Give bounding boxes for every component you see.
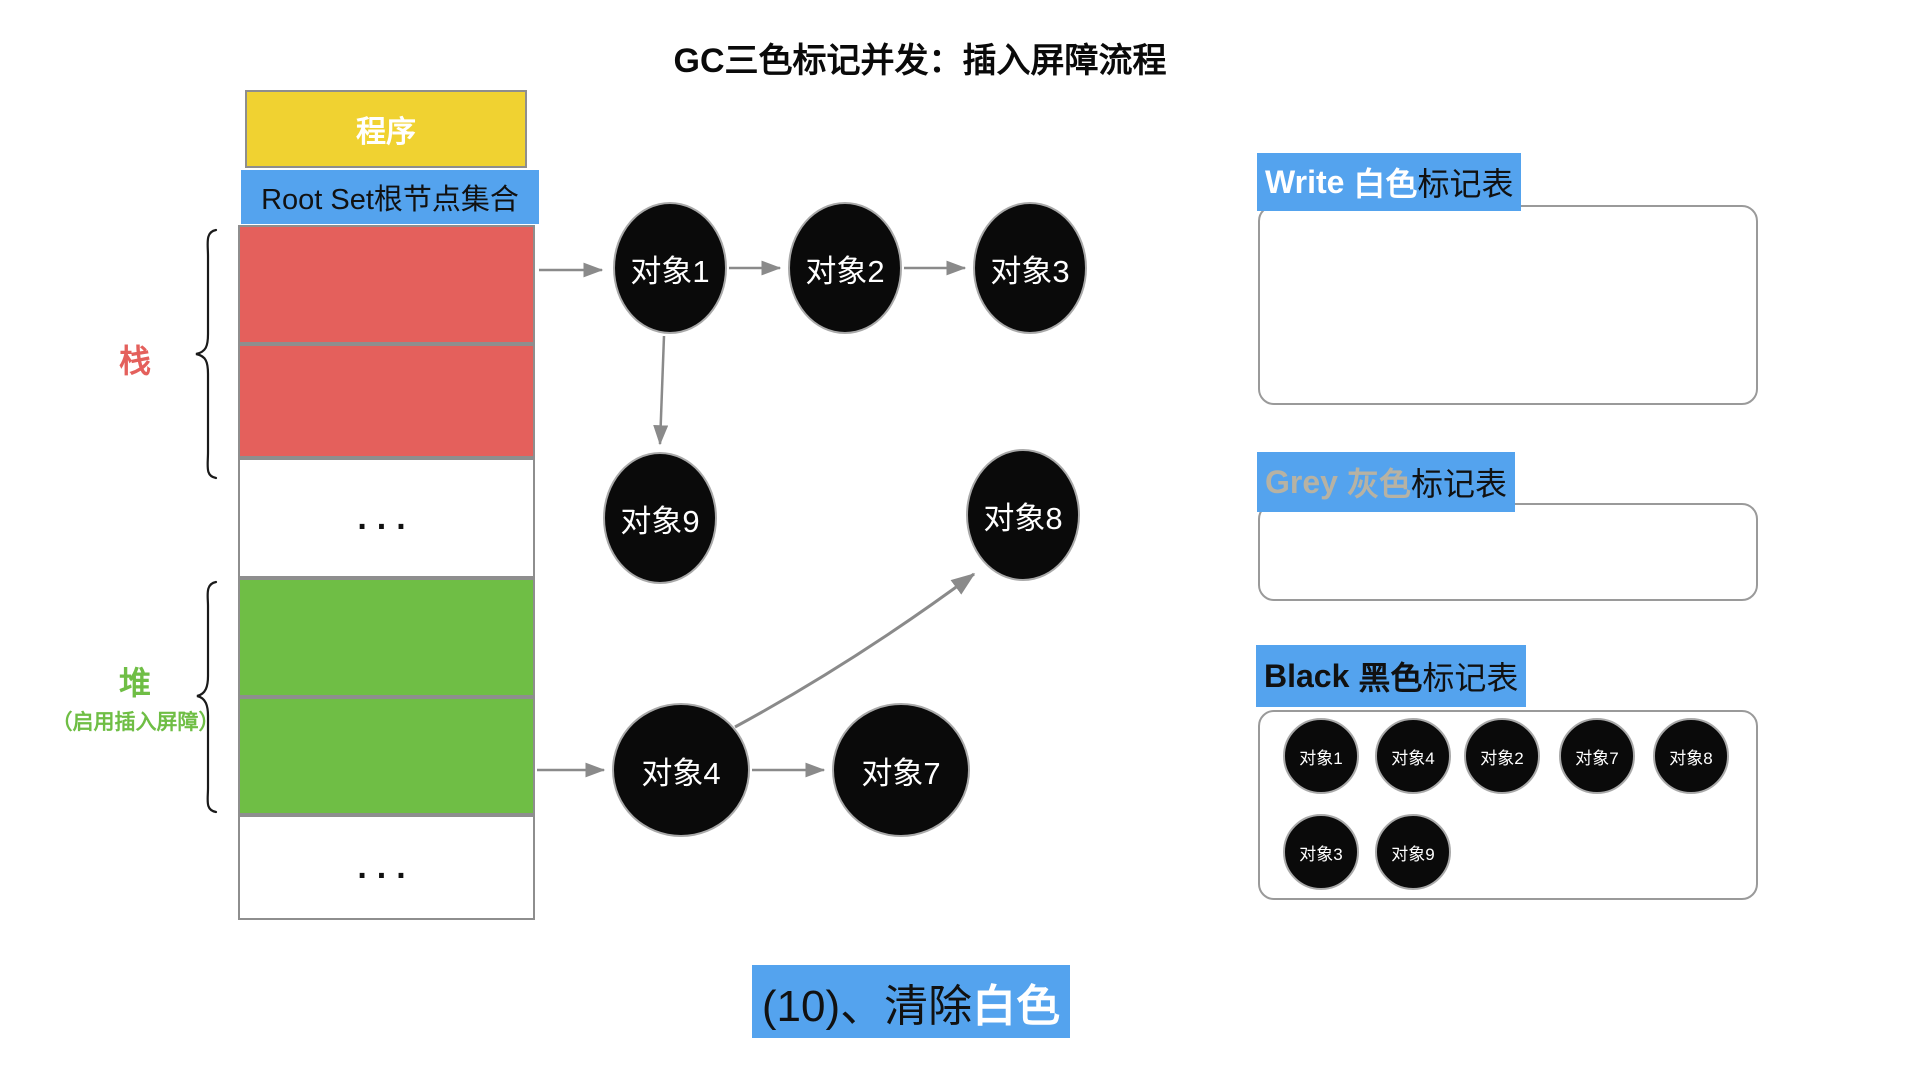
grey-table-box bbox=[1258, 503, 1758, 601]
stack-brace bbox=[195, 228, 218, 480]
program-block: 程序 bbox=[245, 90, 527, 168]
white-table-header-colorword: 白色 bbox=[1353, 166, 1418, 202]
black-table-node-obj1: 对象1 bbox=[1283, 718, 1359, 794]
graph-node-obj7: 对象7 bbox=[832, 703, 970, 837]
graph-node-obj8: 对象8 bbox=[966, 449, 1080, 581]
step-label-prefix: (10)、清除 bbox=[761, 981, 973, 1031]
black-table-node-obj4: 对象4 bbox=[1375, 718, 1451, 794]
graph-node-obj1: 对象1 bbox=[613, 202, 727, 334]
black-table-node-obj8: 对象8 bbox=[1653, 718, 1729, 794]
graph-node-obj9: 对象9 bbox=[603, 452, 717, 584]
heap-slot-2 bbox=[238, 697, 535, 815]
black-table-node-obj9: 对象9 bbox=[1375, 814, 1451, 890]
black-table-node-obj3: 对象3 bbox=[1283, 814, 1359, 890]
root-set-block: Root Set根节点集合 bbox=[241, 170, 539, 224]
graph-node-obj2: 对象2 bbox=[788, 202, 902, 334]
grey-table-header-colorword: 灰色 bbox=[1346, 466, 1411, 502]
step-label: (10)、清除白色 bbox=[752, 965, 1070, 1038]
graph-node-obj4: 对象4 bbox=[612, 703, 750, 837]
page-title: GC三色标记并发：插入屏障流程 bbox=[673, 42, 1167, 80]
arrow-obj4-to-obj8 bbox=[734, 572, 976, 729]
black-table-header-colorword: 黑色 bbox=[1358, 660, 1423, 696]
grey-table-header-suffix: 标记表 bbox=[1410, 466, 1507, 502]
black-table-header-suffix: 标记表 bbox=[1422, 660, 1519, 696]
white-table-header-suffix: 标记表 bbox=[1417, 166, 1514, 202]
grey-table-header-en: Grey bbox=[1265, 463, 1338, 500]
arrow-obj1-to-obj9 bbox=[653, 335, 669, 446]
black-table-node-obj7: 对象7 bbox=[1559, 718, 1635, 794]
heap-slot-1 bbox=[238, 578, 535, 697]
memory-ellipsis-bottom: ... bbox=[238, 815, 535, 920]
step-label-highlight: 白色 bbox=[972, 981, 1061, 1031]
stack-slot-1 bbox=[238, 225, 535, 344]
graph-node-obj3: 对象3 bbox=[973, 202, 1087, 334]
white-table-box bbox=[1258, 205, 1758, 405]
stack-slot-2 bbox=[238, 344, 535, 458]
memory-ellipsis-top: ... bbox=[238, 458, 535, 578]
heap-note: （启用插入屏障） bbox=[51, 711, 220, 734]
stack-label: 栈 bbox=[118, 343, 151, 379]
heap-label: 堆 bbox=[118, 665, 151, 701]
white-table-header-en: Write bbox=[1265, 163, 1345, 200]
black-table-node-obj2: 对象2 bbox=[1464, 718, 1540, 794]
black-table-header-en: Black bbox=[1264, 657, 1350, 694]
heap-brace bbox=[196, 580, 218, 814]
